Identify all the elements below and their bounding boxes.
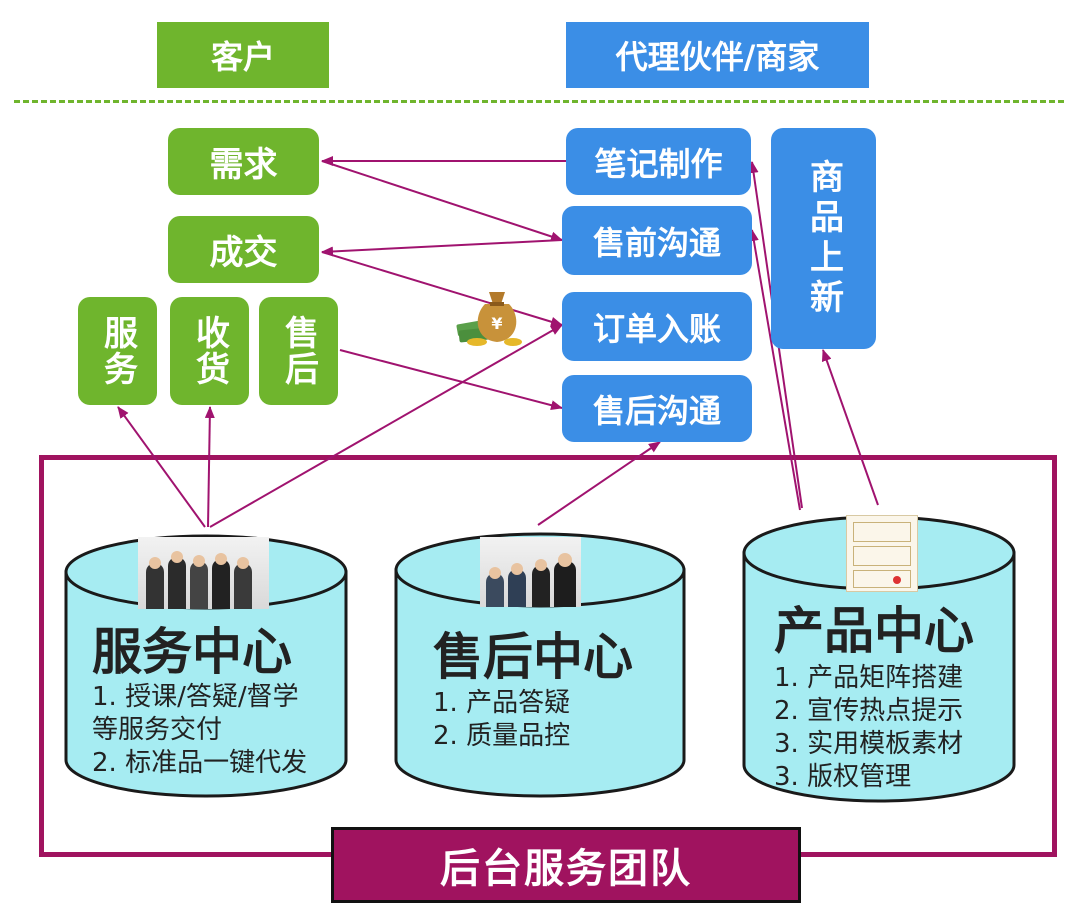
aftersale-center-line2: 2. 质量品控 [433,720,570,753]
service-team-photo [138,537,269,609]
backoffice-team-text: 后台服务团队 [440,836,692,894]
product-center-title: 产品中心 [774,603,974,659]
service-center-line2: 等服务交付 [92,714,222,747]
aftersale-center-title: 售后中心 [433,629,633,685]
certificate-image [846,515,918,592]
service-center-title: 服务中心 [92,624,292,680]
backoffice-team-label: 后台服务团队 [331,827,801,903]
product-center-line3: 3. 实用模板素材 [774,728,963,761]
service-center-line1: 1. 授课/答疑/督学 [92,681,299,714]
aftersale-team-photo [480,537,581,607]
product-center-line2: 2. 宣传热点提示 [774,695,963,728]
service-center-line3: 2. 标准品一键代发 [92,747,307,780]
aftersale-center-line1: 1. 产品答疑 [433,687,570,720]
product-center-line4: 3. 版权管理 [774,761,911,794]
product-center-line1: 1. 产品矩阵搭建 [774,662,963,695]
